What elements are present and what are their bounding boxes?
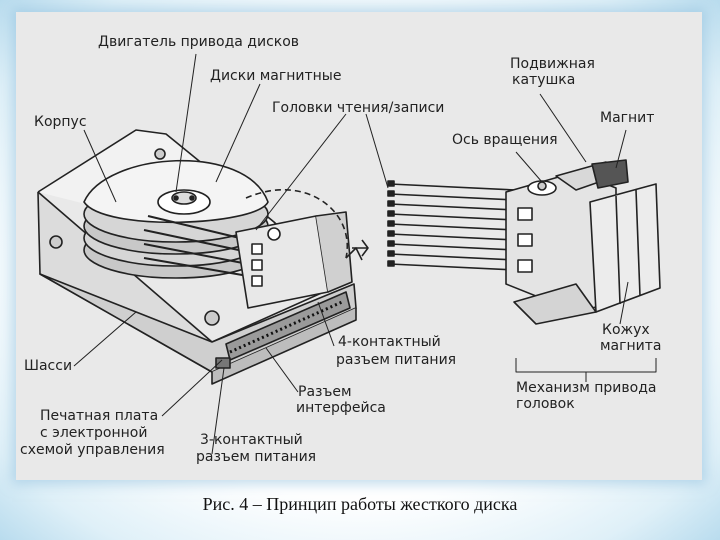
label-disks: Диски магнитные xyxy=(210,68,342,84)
label-pcb-3: схемой управления xyxy=(20,442,165,458)
interface-connector-drawing xyxy=(225,291,351,361)
label-power3-1: 3-контактный xyxy=(200,432,303,448)
label-coil-2: катушка xyxy=(512,72,576,88)
label-pcb-1: Печатная плата xyxy=(40,408,159,424)
label-interface-2: интерфейса xyxy=(296,400,386,416)
label-actuator-2: головок xyxy=(516,396,575,412)
exploded-head-stack-drawing xyxy=(387,159,661,325)
label-power4-2: разъем питания xyxy=(336,352,457,368)
label-magnet-cover-1: Кожух xyxy=(602,322,650,338)
label-casing: Корпус xyxy=(34,114,87,130)
figure-caption: Рис. 4 – Принцип работы жесткого диска xyxy=(202,494,518,514)
diagram-figure: Двигатель привода дисков Диски магнитные… xyxy=(16,12,702,480)
label-magnet-cover-2: магнита xyxy=(600,338,662,354)
label-heads: Головки чтения/записи xyxy=(272,100,445,116)
magnet-drawing xyxy=(591,159,629,189)
label-chassis: Шасси xyxy=(24,358,73,374)
power-3pin-drawing xyxy=(215,357,231,369)
label-coil-1: Подвижная xyxy=(510,56,595,72)
head-assembly-drawing xyxy=(143,211,353,309)
label-motor: Двигатель привода дисков xyxy=(98,34,300,50)
hard-disk-illustration xyxy=(37,53,661,455)
label-power3-2: разъем питания xyxy=(196,449,317,465)
platters-drawing xyxy=(83,159,269,279)
label-power4-1: 4-контактный xyxy=(338,334,441,350)
label-magnet: Магнит xyxy=(600,110,655,126)
rotation-arc-drawing xyxy=(245,188,349,259)
label-actuator-1: Механизм привода xyxy=(516,380,657,396)
zoom-arrow-icon xyxy=(352,239,369,257)
label-interface-1: Разъем xyxy=(298,384,352,400)
leader-lines xyxy=(73,53,657,455)
label-axis: Ось вращения xyxy=(452,132,558,148)
label-pcb-2: с электронной xyxy=(40,425,148,441)
